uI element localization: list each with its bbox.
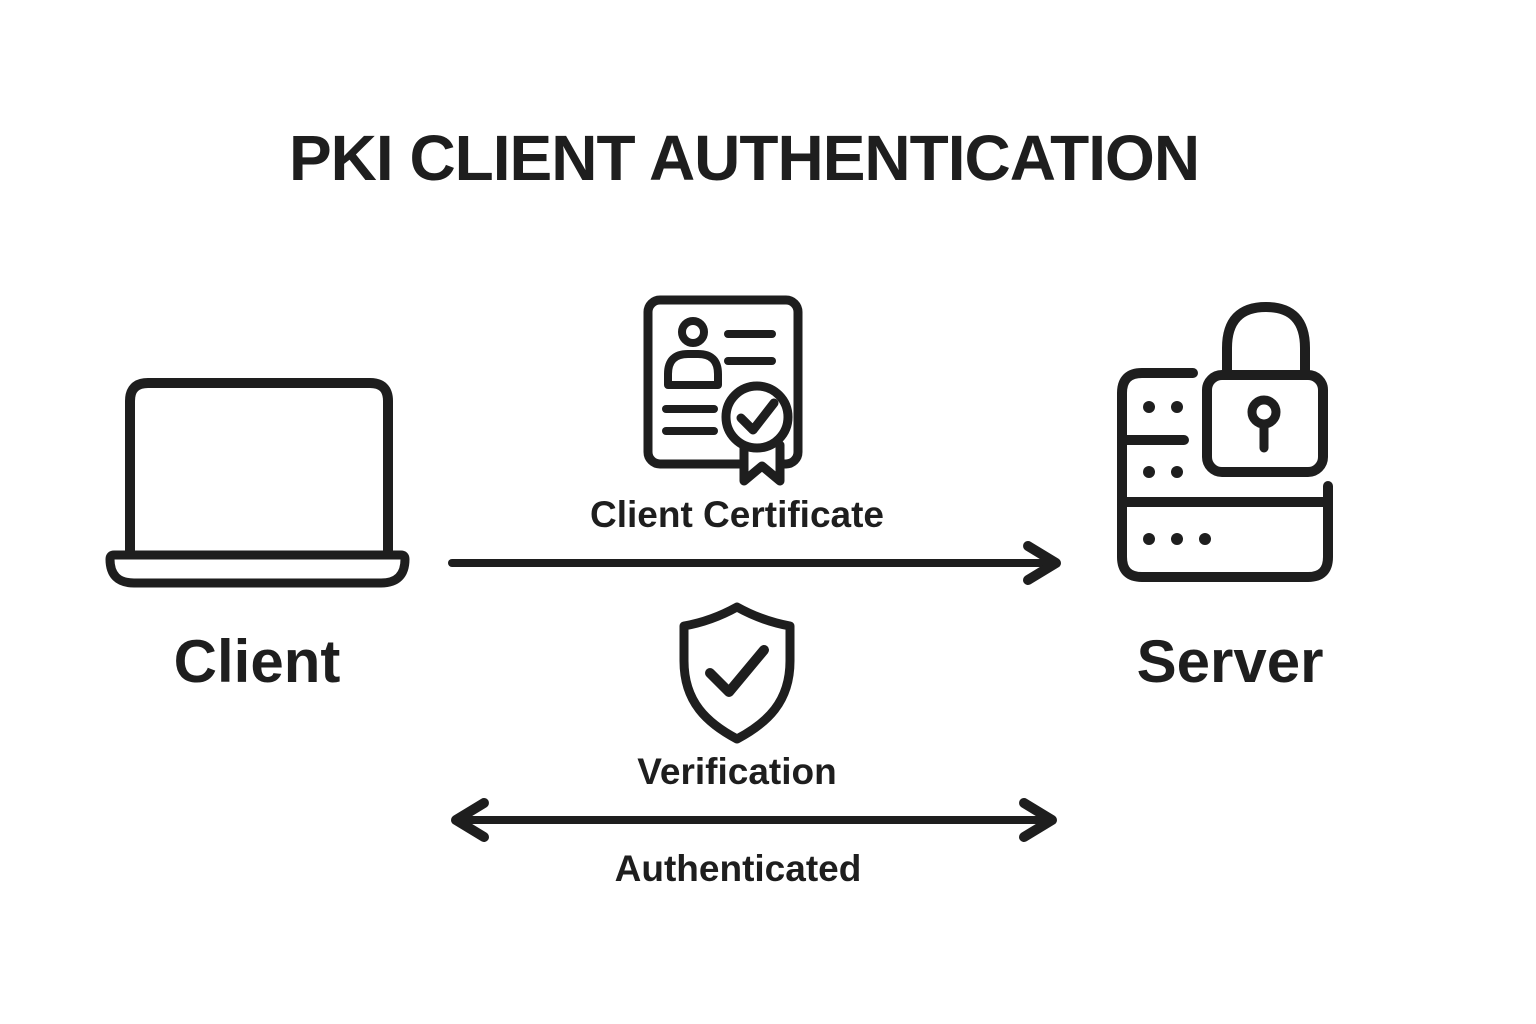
verification-label: Verification (637, 751, 837, 792)
client-certificate-label: Client Certificate (589, 494, 885, 535)
client-certificate-arrow (448, 541, 1061, 585)
server-label: Server (1136, 628, 1324, 695)
page-title: PKI CLIENT AUTHENTICATION (288, 122, 1200, 194)
certificate-icon (643, 295, 803, 486)
authenticated-label: Authenticated (614, 848, 862, 889)
client-label: Client (173, 628, 341, 695)
laptop-icon (105, 378, 410, 588)
shield-check-icon (679, 602, 795, 744)
authenticated-arrow (451, 798, 1057, 842)
server-lock-icon (1117, 301, 1333, 582)
